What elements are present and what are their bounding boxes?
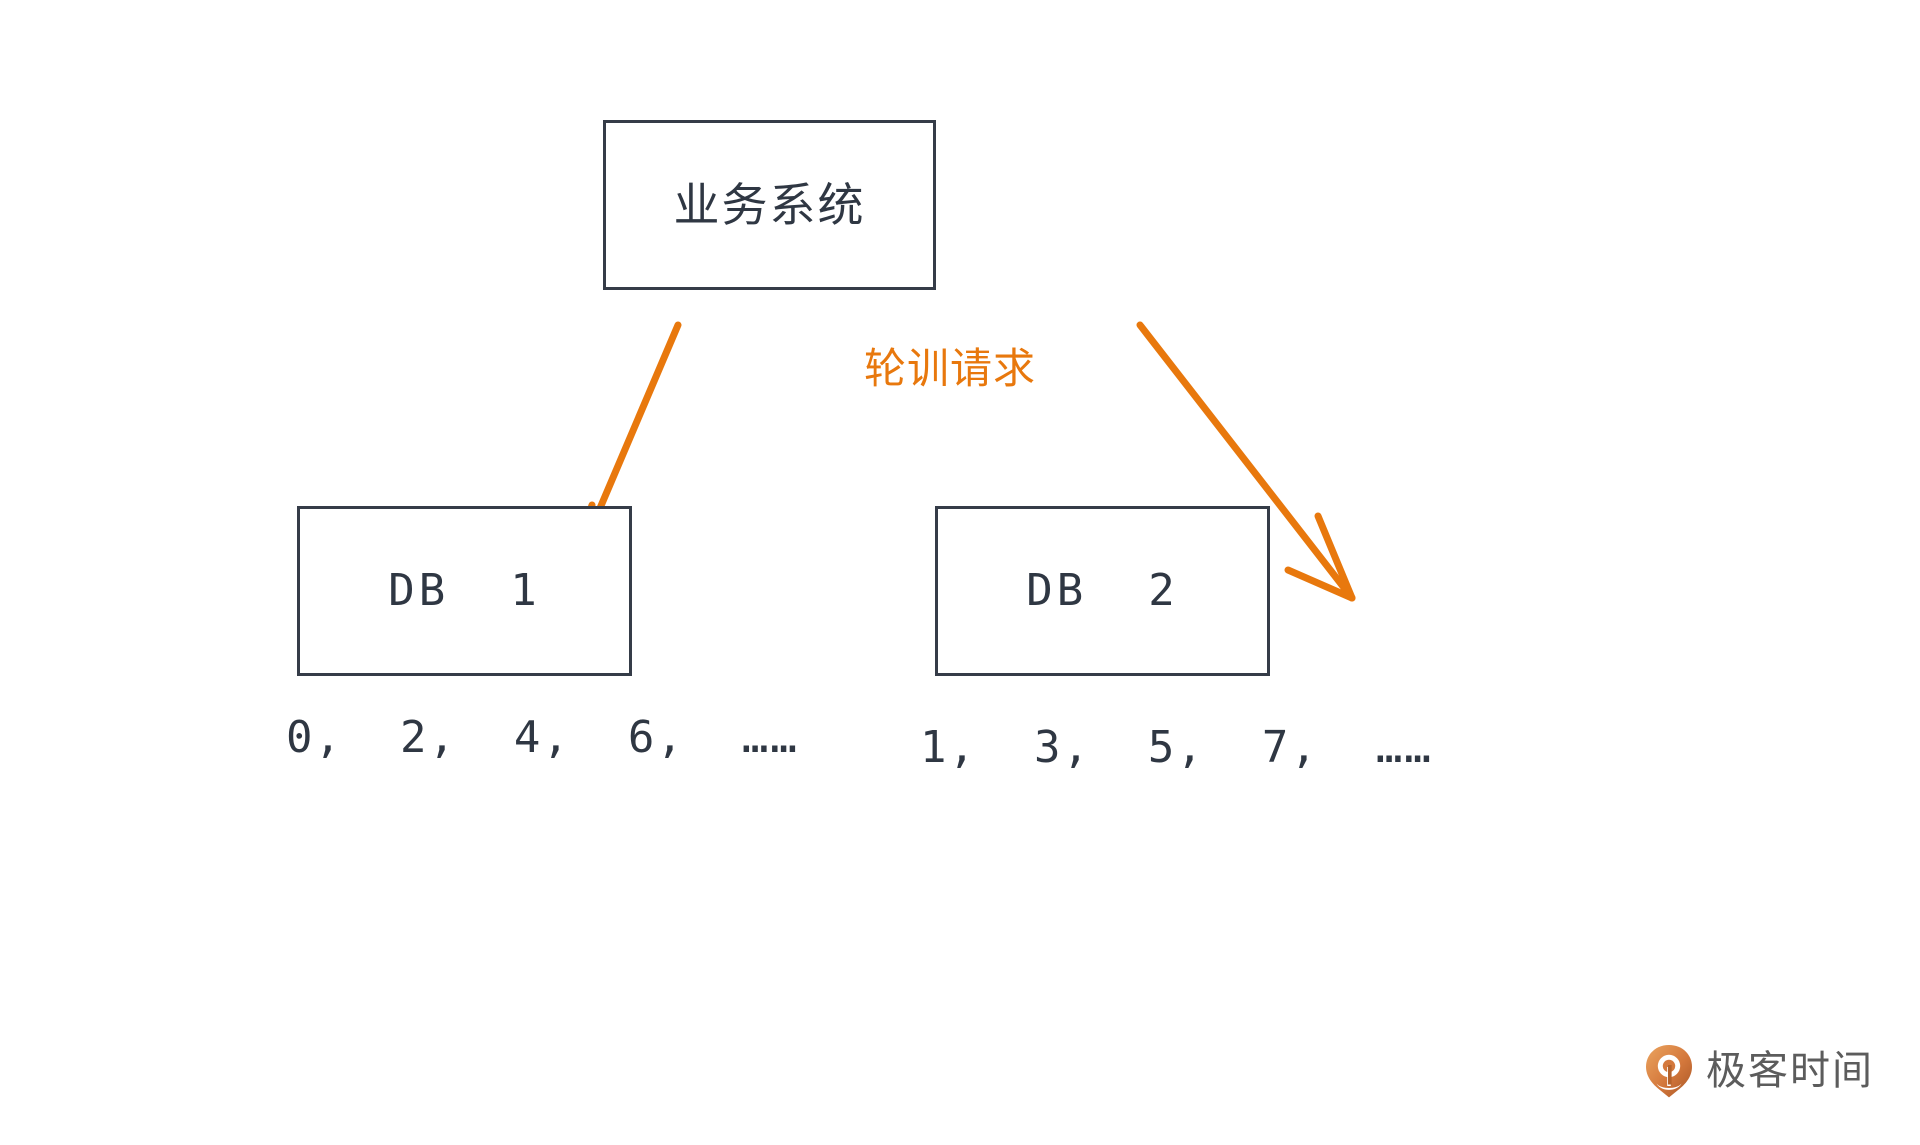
brand-logo: 极客时间 — [1644, 1043, 1874, 1099]
node-db2[interactable]: DB 2 — [935, 506, 1270, 676]
brand-name: 极客时间 — [1706, 1048, 1874, 1094]
node-db1[interactable]: DB 1 — [297, 506, 632, 676]
geektime-pin-icon — [1646, 1045, 1692, 1098]
node-business-system-label: 业务系统 — [673, 178, 866, 232]
db2-key-sequence: 1, 3, 5, 7, …… — [920, 722, 1433, 773]
db1-key-sequence: 0, 2, 4, 6, …… — [286, 712, 799, 763]
node-business-system[interactable]: 业务系统 — [603, 120, 936, 290]
edge-label-polling-request: 轮训请求 — [863, 344, 1036, 393]
node-db2-label: DB 2 — [1026, 565, 1179, 616]
node-db1-label: DB 1 — [388, 565, 541, 616]
